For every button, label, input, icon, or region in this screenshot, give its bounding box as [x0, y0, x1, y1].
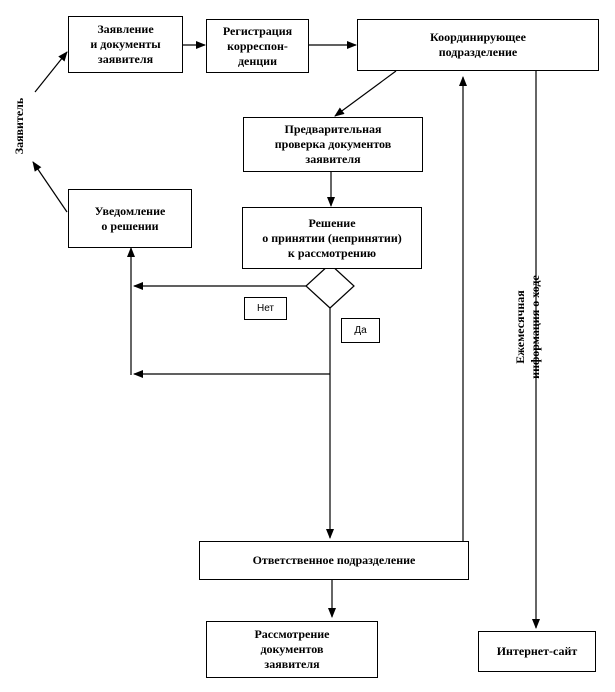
arrow-coordinating-to-preliminary [334, 70, 397, 117]
node-responsible: Ответственное подразделение [199, 541, 469, 580]
node-registration: Регистрация корреспон- денции [206, 19, 309, 73]
node-coordinating: Координирующее подразделение [357, 19, 599, 71]
decision-diamond [305, 263, 355, 309]
arrow-applicant-to-statement [34, 51, 68, 93]
node-notification: Уведомление о решении [68, 189, 192, 248]
node-website: Интернет-сайт [478, 631, 596, 672]
arrow-notification-to-applicant [32, 161, 68, 213]
label-yes: Да [341, 318, 380, 343]
label-no: Нет [244, 297, 287, 320]
node-statement: Заявление и документы заявителя [68, 16, 183, 73]
label-applicant: Заявитель [12, 97, 26, 155]
node-preliminary: Предварительная проверка документов заяв… [243, 117, 423, 172]
node-decision: Решение о принятии (непринятии) к рассмо… [242, 207, 422, 269]
node-review: Рассмотрение документов заявителя [206, 621, 378, 678]
label-monthly-info: Ежемесячная информация о ходе [513, 275, 542, 379]
